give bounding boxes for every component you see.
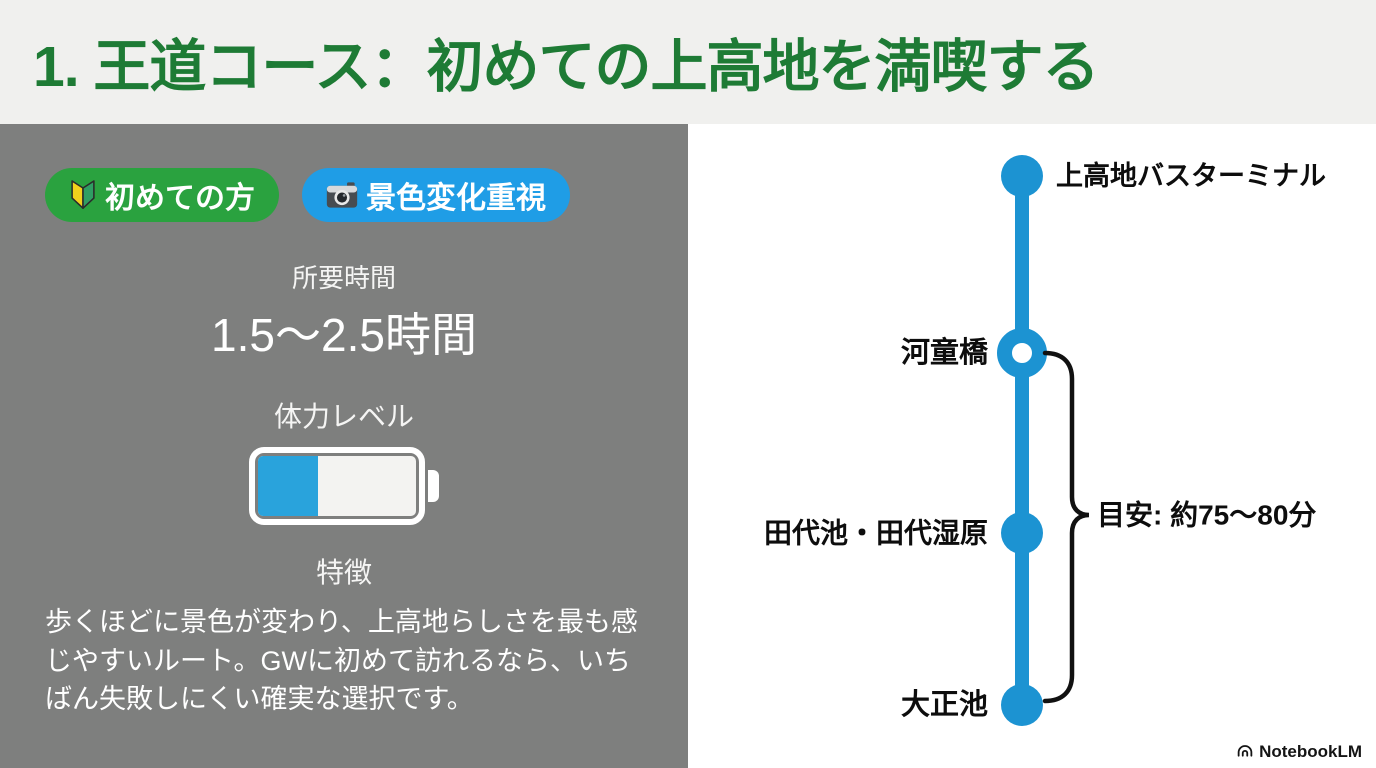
battery-indicator (0, 447, 688, 525)
stop-node-bus-terminal (1001, 155, 1043, 197)
route-line (1015, 176, 1029, 706)
stop-label-taishoike: 大正池 (901, 688, 988, 721)
header: 1. 王道コース：初めての上高地を満喫する (0, 0, 1376, 124)
stop-label-tashiro: 田代池・田代湿原 (764, 518, 988, 549)
duration-label: 所要時間 (291, 263, 396, 293)
notebooklm-brand-text: NotebookLM (1259, 742, 1362, 761)
camera-icon (326, 181, 358, 209)
badge-row: 初めての方 景色変化重視 (45, 168, 688, 222)
route-timeline-diagram: 上高地バスターミナル 河童橋 田代池・田代湿原 大正池 目安: 約75〜80分 (764, 155, 1326, 726)
badge-beginner-label: 初めての方 (105, 182, 255, 215)
stop-label-bus-terminal: 上高地バスターミナル (1056, 160, 1326, 191)
battery-body (249, 447, 425, 525)
stop-node-kappabashi (997, 328, 1047, 378)
stamina-label: 体力レベル (273, 401, 414, 432)
badge-scenery: 景色変化重視 (302, 168, 570, 222)
badge-beginner: 初めての方 (45, 168, 279, 222)
battery-fill (258, 456, 319, 516)
stop-label-kappabashi: 河童橋 (901, 335, 989, 369)
page-title: 1. 王道コース：初めての上高地を満喫する (33, 35, 1100, 99)
duration-annotation: 目安: 約75〜80分 (1097, 499, 1316, 531)
features-text: 歩くほどに景色が変わり、上高地らしさを最も感じやすいルート。GWに初めて訪れるな… (45, 607, 638, 715)
course-summary-panel: 初めての方 景色変化重視 所要時間 1.5〜2.5時間 体力レベル (0, 124, 688, 768)
notebooklm-logo-icon (1237, 745, 1253, 757)
battery-terminal (428, 470, 439, 502)
stop-node-taishoike (1001, 684, 1043, 726)
features-label: 特徴 (315, 557, 372, 588)
badge-scenery-label: 景色変化重視 (366, 182, 546, 215)
beginner-mark-icon (69, 179, 97, 211)
notebooklm-brand: NotebookLM (1236, 742, 1362, 762)
stop-node-tashiro (1001, 512, 1043, 554)
duration-value: 1.5〜2.5時間 (211, 309, 477, 361)
battery-track (258, 456, 416, 516)
route-timeline-panel: 上高地バスターミナル 河童橋 田代池・田代湿原 大正池 目安: 約75〜80分 … (688, 124, 1376, 768)
duration-bracket (1042, 350, 1090, 704)
